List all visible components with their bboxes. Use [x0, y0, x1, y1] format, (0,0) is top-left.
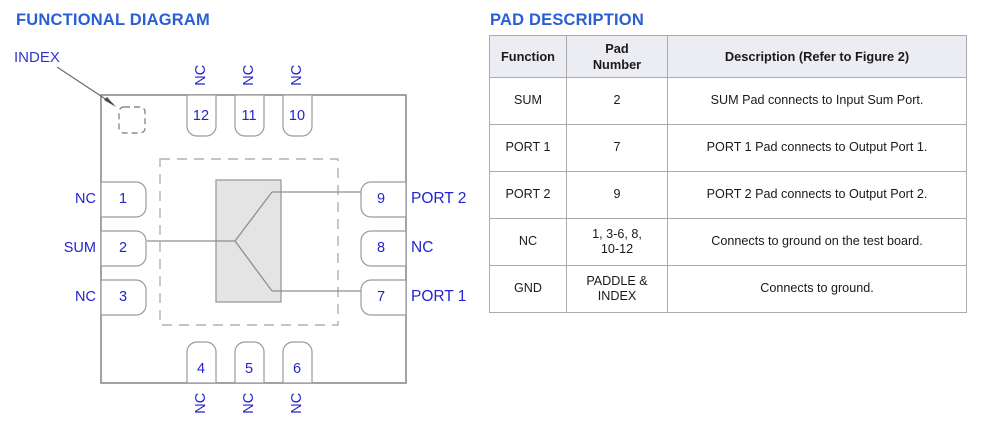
column-header-pad-line2: Number [592, 56, 642, 72]
cell-function: PORT 1 [489, 124, 567, 172]
pad-left-2 [100, 230, 147, 267]
table-row: PORT 2 9 PORT 2 Pad connects to Output P… [489, 171, 967, 219]
column-header-function: Function [489, 35, 567, 78]
pin-label-3: NC [75, 289, 96, 305]
column-header-description: Description (Refer to Figure 2) [667, 35, 967, 78]
table-header-row: Function Pad Number Description (Refer t… [489, 35, 967, 78]
pad-left-1 [100, 181, 147, 218]
table-row: NC 1, 3-6, 8, 10-12 Connects to ground o… [489, 218, 967, 266]
cell-pad-number: 1, 3-6, 8, 10-12 [566, 218, 668, 266]
pad-left-3 [100, 279, 147, 316]
pin-number-4: 4 [196, 361, 206, 377]
cell-function: GND [489, 265, 567, 313]
pin-label-9: PORT 2 [411, 190, 467, 207]
cell-pad-number-line1: 1, 3-6, 8, [592, 226, 642, 241]
pin-number-3: 3 [118, 289, 128, 305]
column-header-pad-number: Pad Number [566, 35, 668, 78]
pin-number-9: 9 [376, 191, 386, 207]
index-label: INDEX [14, 49, 60, 66]
pin-number-8: 8 [376, 240, 386, 256]
cell-pad-number-line2: 10-12 [600, 242, 634, 256]
pad-description-title: PAD DESCRIPTION [490, 11, 644, 29]
pin-label-12: NC [192, 64, 209, 86]
cell-pad-number: PADDLE & INDEX [566, 265, 668, 313]
pad-top-12 [186, 94, 217, 137]
cell-pad-number: 9 [566, 171, 668, 219]
pin-label-2: SUM [63, 240, 96, 256]
index-dashed-square [118, 106, 146, 134]
index-arrow-head [104, 97, 116, 107]
cell-pad-number-line2: INDEX [597, 289, 637, 303]
pin-number-2: 2 [118, 240, 128, 256]
cell-pad-number: 7 [566, 124, 668, 172]
pad-top-11 [234, 94, 265, 137]
cell-description: PORT 1 Pad connects to Output Port 1. [667, 124, 967, 172]
pin-number-5: 5 [244, 361, 254, 377]
table-row: SUM 2 SUM Pad connects to Input Sum Port… [489, 77, 967, 125]
pad-bottom-6 [282, 341, 313, 384]
pin-number-1: 1 [118, 191, 128, 207]
cell-description: PORT 2 Pad connects to Output Port 2. [667, 171, 967, 219]
pin-number-11: 11 [241, 108, 257, 124]
table-row: PORT 1 7 PORT 1 Pad connects to Output P… [489, 124, 967, 172]
pad-bottom-5 [234, 341, 265, 384]
pin-number-10: 10 [288, 108, 306, 124]
cell-description: SUM Pad connects to Input Sum Port. [667, 77, 967, 125]
pad-right-9 [360, 181, 407, 218]
pin-label-10: NC [288, 64, 305, 86]
pin-number-6: 6 [292, 361, 302, 377]
pad-description-table: Function Pad Number Description (Refer t… [489, 35, 967, 313]
cell-function: NC [489, 218, 567, 266]
cell-pad-number: 2 [566, 77, 668, 125]
pad-bottom-4 [186, 341, 217, 384]
package-diagram: INDEX 1 2 3 NC SUM NC 9 8 7 PORT 2 NC PO… [0, 0, 480, 423]
pin-number-7: 7 [376, 289, 386, 305]
functional-diagram-panel: FUNCTIONAL DIAGRAM [0, 0, 480, 423]
cell-function: SUM [489, 77, 567, 125]
index-arrow-line [56, 66, 114, 105]
table-row: GND PADDLE & INDEX Connects to ground. [489, 265, 967, 313]
pin-label-5: NC [240, 392, 257, 414]
pin-number-12: 12 [192, 108, 210, 124]
exposed-paddle-dashed [159, 158, 339, 326]
cell-description: Connects to ground. [667, 265, 967, 313]
pin-label-6: NC [288, 392, 305, 414]
column-header-pad-line1: Pad [605, 40, 629, 56]
pin-label-11: NC [240, 64, 257, 86]
cell-description: Connects to ground on the test board. [667, 218, 967, 266]
pad-top-10 [282, 94, 313, 137]
pad-right-7 [360, 279, 407, 316]
pad-description-panel: PAD DESCRIPTION Function Pad Number Desc… [480, 0, 1000, 423]
cell-pad-number-line1: PADDLE & [586, 273, 648, 288]
pad-right-8 [360, 230, 407, 267]
cell-function: PORT 2 [489, 171, 567, 219]
pin-label-8: NC [411, 239, 434, 256]
pin-label-7: PORT 1 [411, 288, 467, 305]
pin-label-4: NC [192, 392, 209, 414]
pin-label-1: NC [75, 191, 96, 207]
functional-diagram-title: FUNCTIONAL DIAGRAM [16, 11, 210, 29]
